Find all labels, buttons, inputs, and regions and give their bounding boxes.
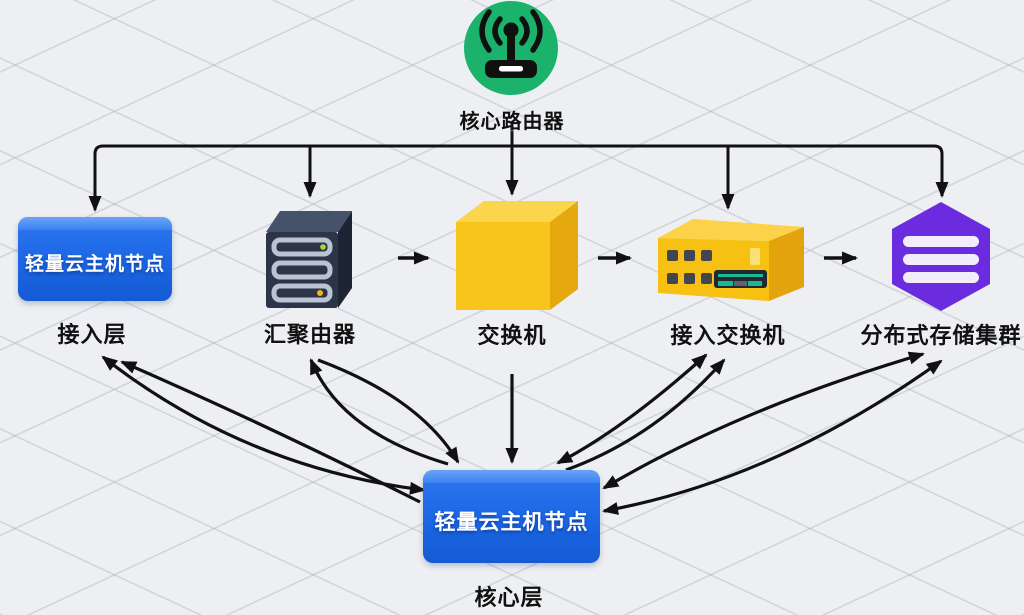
box-top-bevel <box>423 470 600 483</box>
access-layer-node-box: 轻量云主机节点 <box>18 217 172 301</box>
storage-cluster-label: 分布式存储集群 <box>860 323 1022 348</box>
router-antenna-icon <box>464 1 558 95</box>
core-layer-node-box: 轻量云主机节点 <box>423 470 600 563</box>
rack-server-icon <box>266 211 352 308</box>
core-node-text: 轻量云主机节点 <box>434 510 589 534</box>
hexagon-database-icon <box>892 202 990 311</box>
core-layer-label: 核心层 <box>474 585 544 610</box>
cube-icon <box>456 201 578 310</box>
access-switch-label: 接入交换机 <box>670 323 786 348</box>
box-top-bevel <box>18 217 172 230</box>
trunk-distribution-lines <box>88 124 949 212</box>
core-layer-links <box>101 351 943 515</box>
switch-label: 交换机 <box>477 323 547 348</box>
core-router-label: 核心路由器 <box>459 111 565 133</box>
access-layer-label: 接入层 <box>57 322 127 347</box>
access-node-text: 轻量云主机节点 <box>24 253 165 275</box>
aggregation-router-label: 汇聚由器 <box>263 322 357 347</box>
flat-switch-icon <box>658 219 804 301</box>
